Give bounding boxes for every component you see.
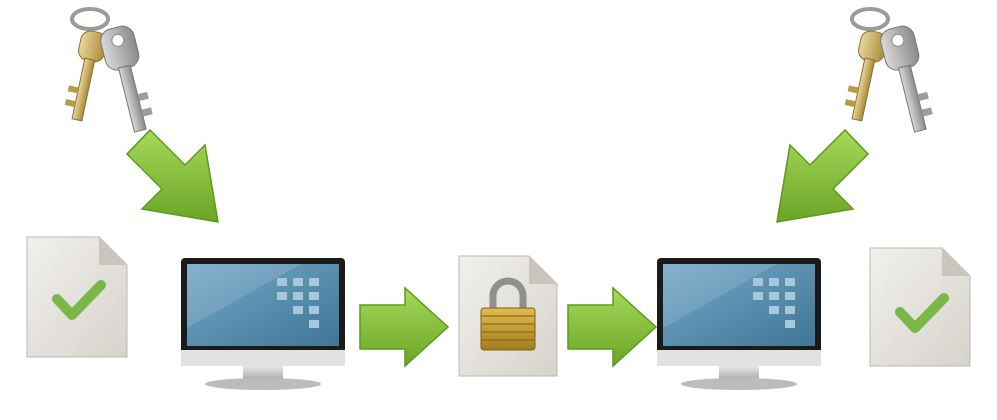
arrow-down-right-icon (125, 128, 219, 223)
arrow-right-icon (567, 286, 658, 368)
arrow-right-icon (359, 286, 450, 368)
keys-icon (64, 7, 153, 133)
arrow-down-left-icon (776, 128, 870, 223)
keys-icon (844, 7, 933, 133)
padlock-document-icon (458, 255, 558, 377)
checked-document-icon (26, 236, 128, 358)
monitor-icon (657, 258, 821, 390)
monitor-icon (181, 258, 345, 390)
checked-document-icon (869, 247, 971, 367)
